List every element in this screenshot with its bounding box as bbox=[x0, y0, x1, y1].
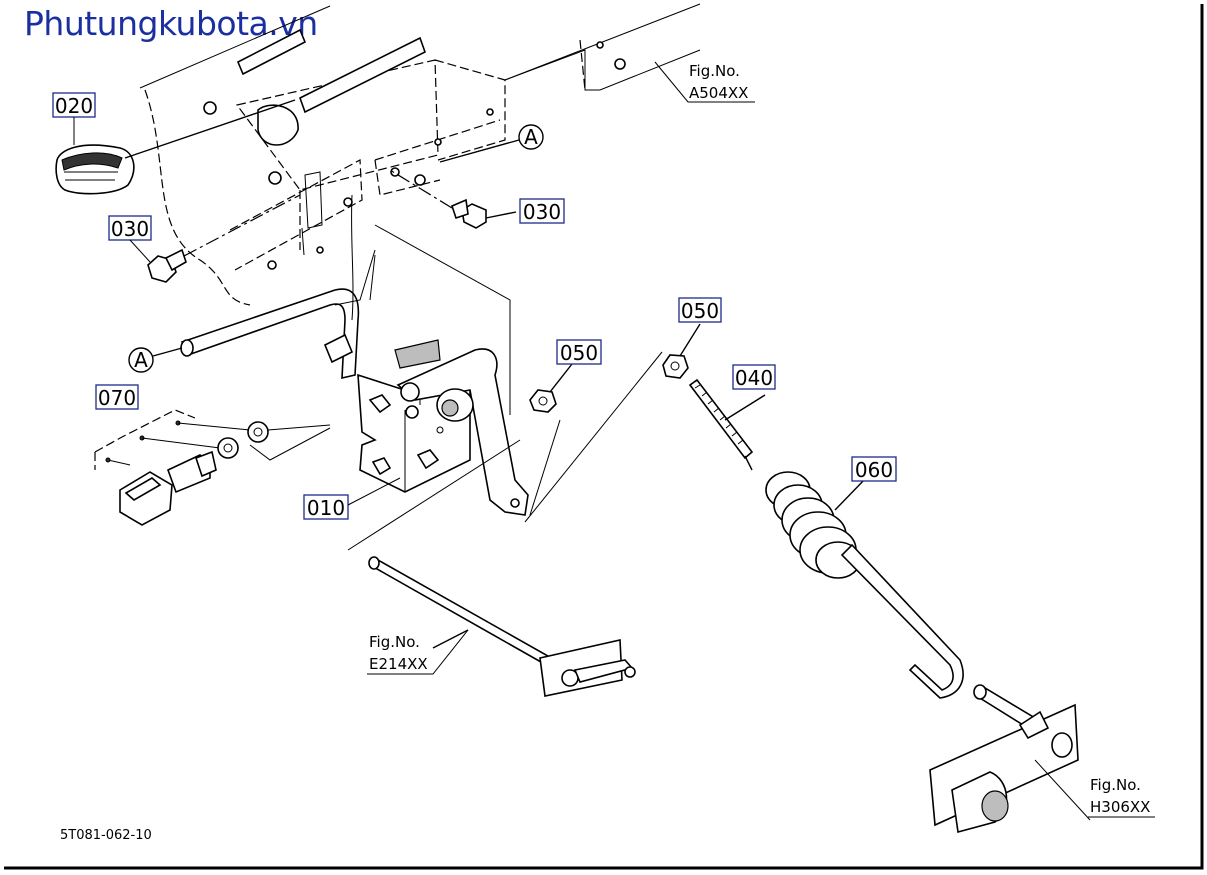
label-050-right: 050 bbox=[678, 297, 722, 323]
guide-line bbox=[351, 194, 354, 321]
pedal-shaft bbox=[368, 556, 636, 697]
label-020: 020 bbox=[52, 92, 96, 145]
svg-text:Fig.No.: Fig.No. bbox=[369, 633, 420, 651]
reference-marker-a-left: A bbox=[128, 347, 183, 373]
guide-line bbox=[249, 427, 331, 461]
label-050-left: 050 bbox=[556, 339, 602, 365]
part-050-nut-left bbox=[529, 363, 573, 516]
drawing-frame bbox=[4, 4, 1204, 870]
fig-ref-e214xx: Fig.No. E214XX bbox=[367, 629, 469, 675]
label-030-right: 030 bbox=[519, 198, 565, 224]
svg-text:Fig.No.: Fig.No. bbox=[689, 62, 740, 80]
label-010: 010 bbox=[303, 477, 401, 520]
svg-text:010: 010 bbox=[307, 496, 345, 520]
part-070-switch bbox=[94, 409, 331, 526]
fig-ref-h306xx: Fig.No. H306XX bbox=[1088, 776, 1155, 818]
reference-marker-a-top: A bbox=[439, 124, 544, 163]
svg-text:E214XX: E214XX bbox=[369, 655, 428, 673]
reference-marker-text: A bbox=[134, 348, 148, 372]
fig-ref-a504xx: Fig.No. A504XX bbox=[654, 61, 755, 103]
label-070: 070 bbox=[95, 384, 139, 410]
svg-text:A504XX: A504XX bbox=[689, 84, 748, 102]
svg-text:020: 020 bbox=[55, 94, 93, 118]
part-050-nut-right bbox=[524, 323, 701, 523]
part-020-pad bbox=[55, 99, 296, 195]
part-060-spring bbox=[765, 471, 964, 699]
part-030-bolt-right bbox=[389, 169, 517, 229]
part-030-bolt-left bbox=[147, 194, 301, 283]
reference-marker-text: A bbox=[524, 125, 538, 149]
svg-text:060: 060 bbox=[855, 458, 893, 482]
label-060: 060 bbox=[851, 456, 897, 482]
frame-bracket bbox=[139, 3, 701, 306]
svg-text:070: 070 bbox=[98, 386, 136, 410]
svg-text:030: 030 bbox=[111, 217, 149, 241]
guide-line bbox=[347, 439, 521, 551]
guide-line bbox=[374, 224, 511, 415]
pedal-arm-plate bbox=[929, 684, 1091, 834]
svg-text:Fig.No.: Fig.No. bbox=[1090, 776, 1141, 794]
svg-text:050: 050 bbox=[681, 299, 719, 323]
svg-text:050: 050 bbox=[560, 341, 598, 365]
label-030-left: 030 bbox=[108, 215, 152, 263]
drawing-code: 5T081-062-10 bbox=[60, 828, 152, 843]
part-040-threaded-rod bbox=[688, 378, 766, 471]
part-010-bracket-assembly bbox=[180, 249, 529, 516]
svg-text:H306XX: H306XX bbox=[1090, 798, 1150, 816]
site-watermark: Phutungkubota.vn bbox=[24, 4, 318, 43]
label-040: 040 bbox=[732, 364, 776, 390]
svg-text:040: 040 bbox=[735, 366, 773, 390]
svg-text:030: 030 bbox=[523, 200, 561, 224]
